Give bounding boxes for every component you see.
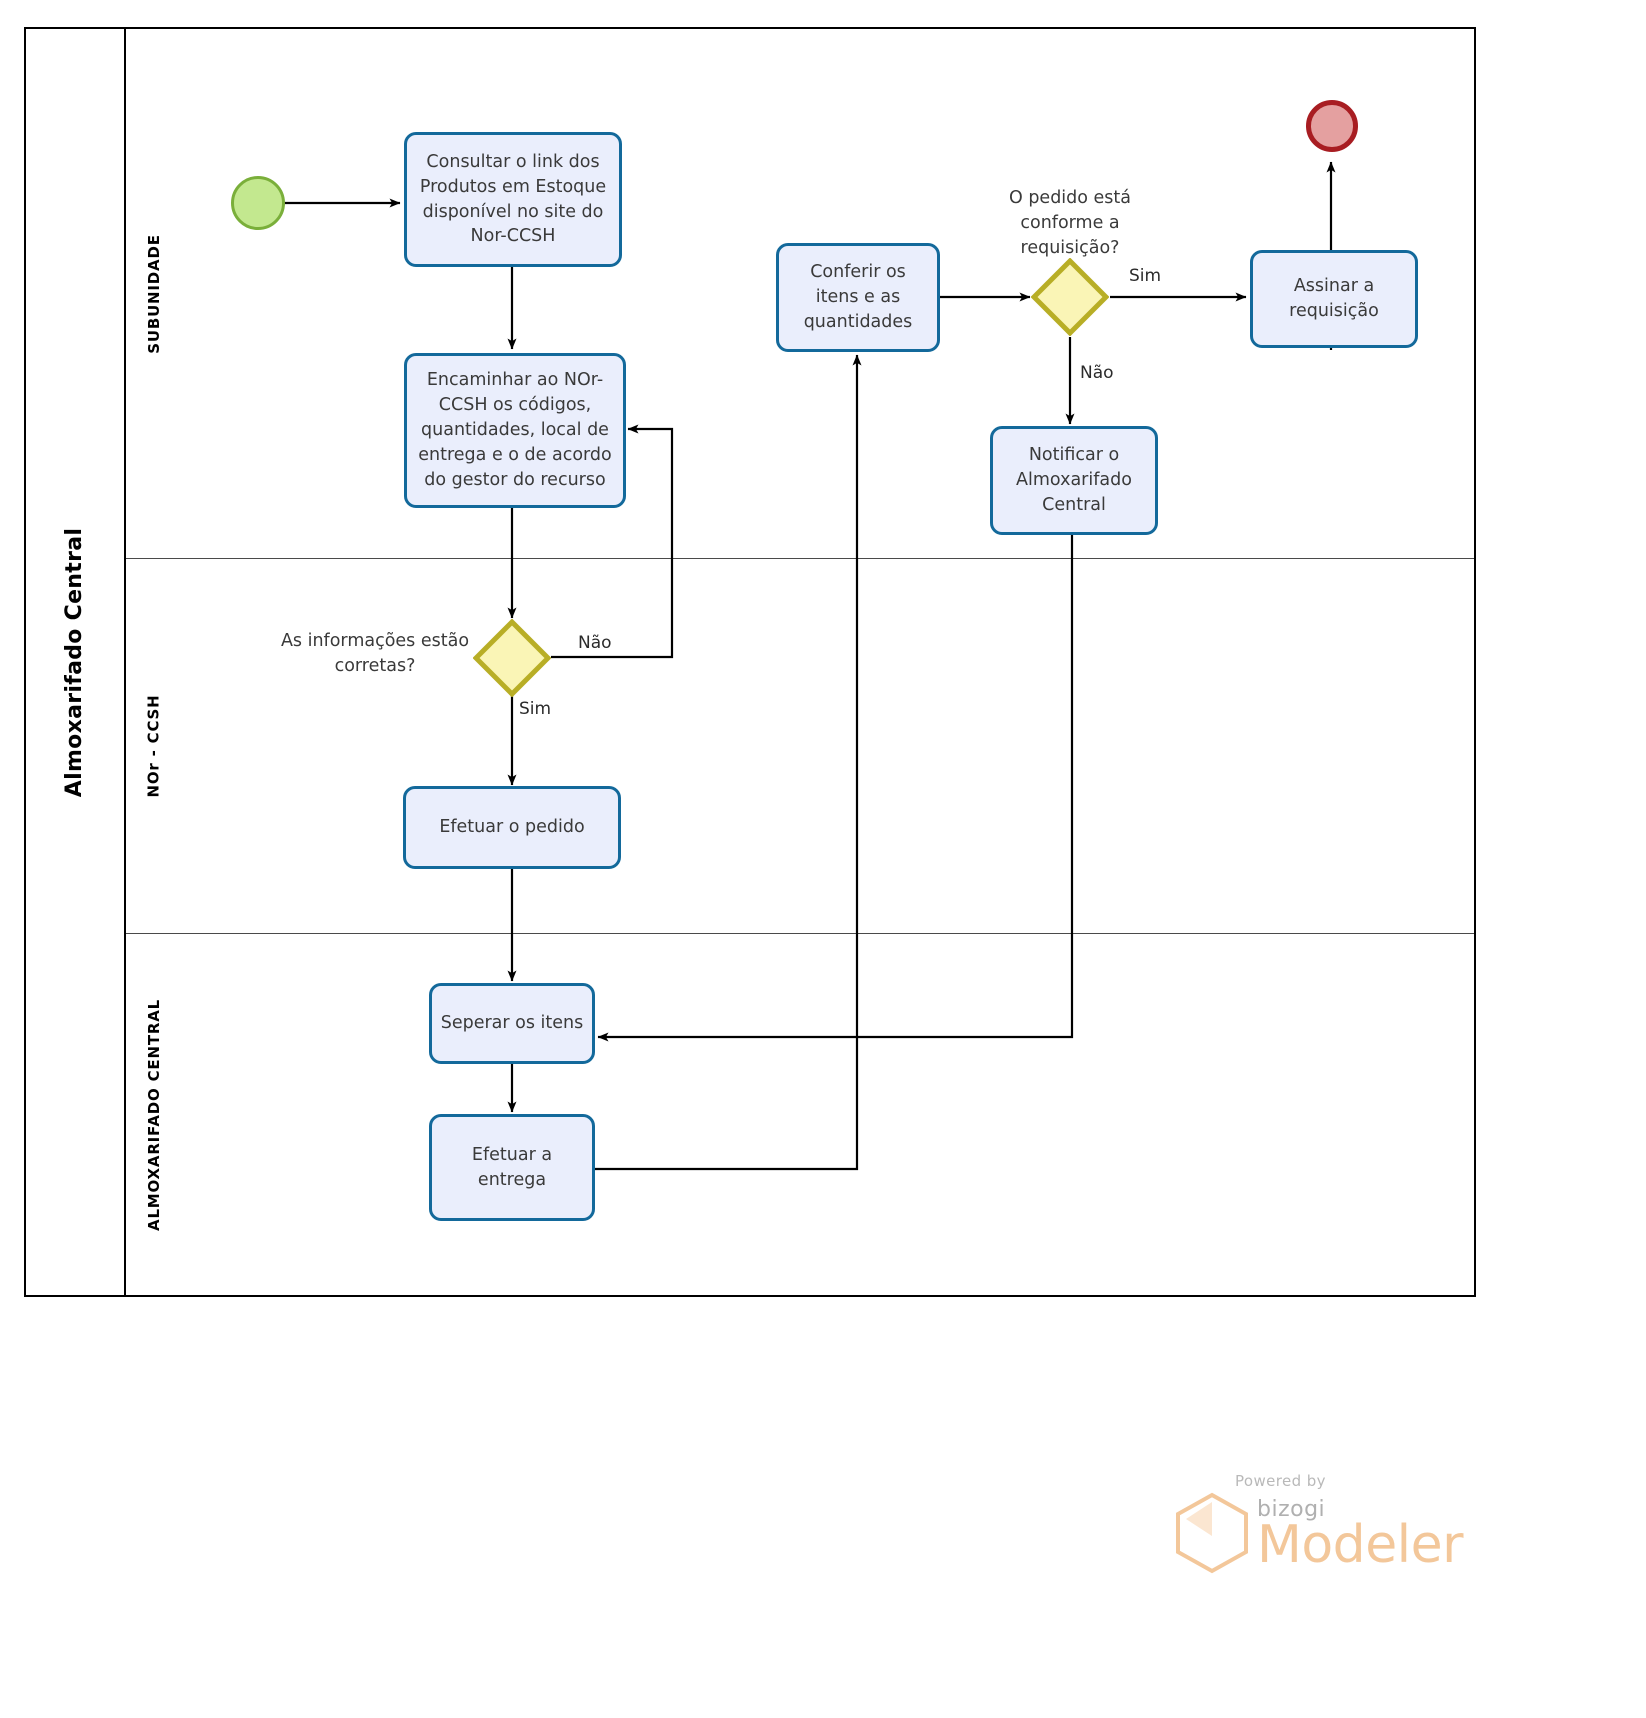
- gateway-pedido-conforme-label: O pedido está conforme a requisição?: [1008, 188, 1132, 258]
- flow-label-sim-informacoes: Sim: [519, 699, 552, 719]
- flow-label-nao-pedido: Não: [1080, 363, 1114, 383]
- task-label: Conferir os itens e as quantidades: [803, 262, 913, 332]
- task-efetuar-entrega[interactable]: Efetuar a entrega: [429, 1114, 595, 1221]
- task-label: Notificar o Almoxarifado Central: [1016, 445, 1132, 515]
- task-label: Assinar a requisição: [1289, 276, 1379, 321]
- pool-header: Almoxarifado Central: [26, 29, 126, 1295]
- end-event[interactable]: [1306, 100, 1358, 152]
- lane-label-nor-ccsh: NOr - CCSH: [145, 694, 163, 798]
- task-consultar-link[interactable]: Consultar o link dos Produtos em Estoque…: [404, 132, 622, 267]
- pool-label: Almoxarifado Central: [62, 527, 88, 797]
- lane-nor-ccsh: NOr - CCSH: [126, 559, 1474, 934]
- task-conferir-itens[interactable]: Conferir os itens e as quantidades: [776, 243, 940, 352]
- task-label: Encaminhar ao NOr-CCSH os códigos, quant…: [418, 370, 612, 490]
- watermark-brand-label: bizogi: [1257, 1497, 1326, 1522]
- lane-label-almoxarifado-central: ALMOXARIFADO CENTRAL: [145, 998, 163, 1231]
- task-label: Seperar os itens: [440, 1013, 584, 1034]
- bizagi-watermark: Powered by bizogi Modeler: [1175, 1472, 1464, 1578]
- task-notificar[interactable]: Notificar o Almoxarifado Central: [990, 426, 1158, 535]
- task-efetuar-pedido[interactable]: Efetuar o pedido: [403, 786, 621, 869]
- lane-almoxarifado-central: ALMOXARIFADO CENTRAL: [126, 934, 1474, 1295]
- task-label: Efetuar o pedido: [439, 817, 585, 838]
- lane-header-almoxarifado-central: ALMOXARIFADO CENTRAL: [126, 934, 182, 1295]
- gateway-pedido-conforme[interactable]: [1031, 258, 1109, 336]
- bizagi-hexagon-icon: [1175, 1492, 1249, 1578]
- gateway-informacoes-corretas-label: As informações estão corretas?: [280, 631, 470, 676]
- watermark-powered-by-label: Powered by: [1235, 1472, 1326, 1490]
- task-label: Consultar o link dos Produtos em Estoque…: [419, 151, 607, 247]
- task-encaminhar[interactable]: Encaminhar ao NOr-CCSH os códigos, quant…: [404, 353, 626, 508]
- flow-label-nao-informacoes: Não: [578, 633, 612, 653]
- lane-header-subunidade: SUBUNIDADE: [126, 29, 182, 558]
- task-seperar-itens[interactable]: Seperar os itens: [429, 983, 595, 1064]
- task-assinar[interactable]: Assinar a requisição: [1250, 250, 1418, 348]
- lane-label-subunidade: SUBUNIDADE: [145, 233, 163, 354]
- flow-label-sim-pedido: Sim: [1129, 266, 1162, 286]
- watermark-product-label: Modeler: [1257, 1515, 1464, 1575]
- start-event[interactable]: [231, 176, 285, 230]
- lane-header-nor-ccsh: NOr - CCSH: [126, 559, 182, 933]
- gateway-informacoes-corretas[interactable]: [473, 619, 551, 697]
- task-label: Efetuar a entrega: [471, 1144, 553, 1190]
